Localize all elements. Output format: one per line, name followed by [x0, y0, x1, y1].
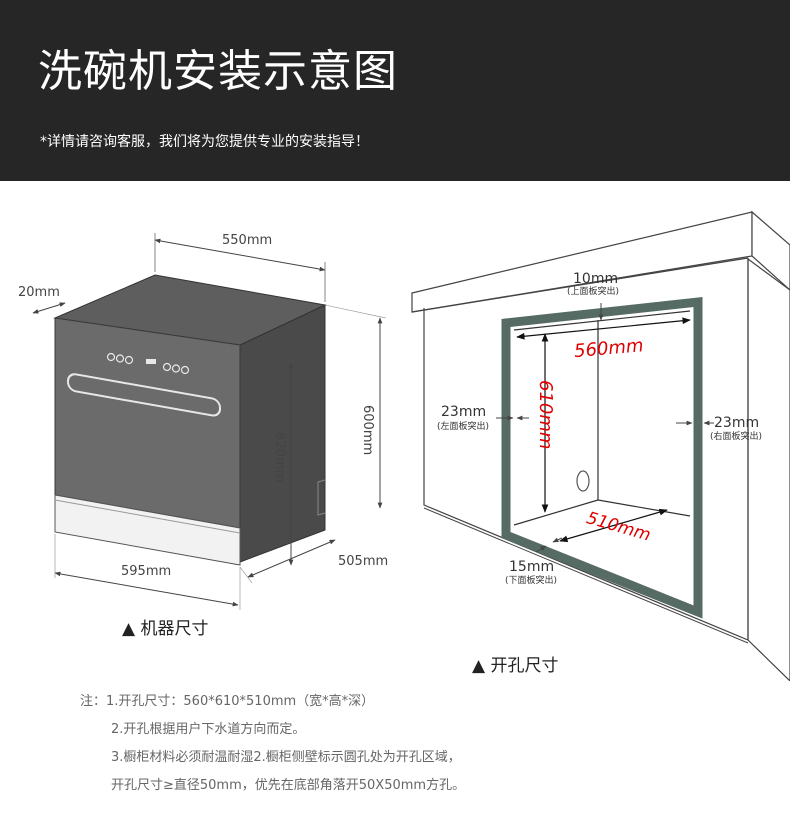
cabinet-top-slab — [411, 211, 753, 313]
dishwasher-drawing: 550mm 20mm 600mm 620mm 505mm 595mm — [18, 233, 388, 610]
note-line-2: 2.开孔根据用户下水道方向而定。 — [111, 722, 306, 737]
dim-top-protrusion: 10mm — [573, 271, 618, 287]
note-line-4: 开孔尺寸≥直径50mm，优先在底部角落开50X50mm方孔。 — [111, 778, 466, 793]
dim-bottom-protrusion: 15mm — [509, 559, 554, 575]
note-line-3: 3.橱柜材料必须耐温耐湿2.橱柜侧壁标示圆孔处为开孔区域， — [111, 750, 461, 765]
page-subtitle: *详情请咨询客服，我们将为您提供专业的安装指导！ — [40, 134, 369, 150]
page-title: 洗碗机安装示意图 — [38, 46, 398, 97]
dim-top-protrusion-note: (上面板突出) — [567, 285, 619, 297]
control-panel-buttons — [106, 352, 190, 375]
opening-size-caption: ▲ 开孔尺寸 — [472, 656, 559, 676]
cabinet-front-face — [423, 258, 749, 641]
dim-right-protrusion: 23mm — [714, 415, 759, 431]
installation-drawing: 550mm 20mm 600mm 620mm 505mm 595mm — [18, 210, 790, 681]
dim-panel-depth: 20mm — [18, 285, 60, 300]
installation-notes: 注：1.开孔尺寸：560*610*510mm（宽*高*深） 2.开孔根据用户下水… — [80, 688, 465, 800]
dim-width-bottom: 595mm — [121, 564, 171, 579]
dim-left-protrusion-note: (左面板突出) — [437, 420, 489, 432]
dim-depth-bottom: 505mm — [338, 554, 388, 569]
dim-height-inner: 620mm — [272, 432, 287, 482]
dim-right-protrusion-note: (右面板突出) — [710, 430, 762, 442]
dim-top-width: 550mm — [222, 233, 272, 248]
dim-height-right: 600mm — [360, 405, 375, 455]
cabinet-drawing: 10mm (上面板突出) 560mm 610mm 23mm (左面板突出) 23… — [411, 210, 790, 681]
dim-left-protrusion: 23mm — [441, 404, 486, 420]
note-line-1: 注：1.开孔尺寸：560*610*510mm（宽*高*深） — [80, 694, 375, 709]
dishwasher-handle — [67, 373, 221, 417]
dishwasher-kick-plate — [54, 494, 241, 566]
machine-size-caption: ▲ 机器尺寸 — [122, 619, 209, 639]
dim-height: 610mm — [535, 380, 556, 449]
dim-bottom-protrusion-note: (下面板突出) — [505, 574, 557, 586]
drain-hole-icon — [576, 470, 590, 492]
dishwasher-front-door — [54, 317, 241, 529]
header-banner: 洗碗机安装示意图 *详情请咨询客服，我们将为您提供专业的安装指导！ — [0, 0, 790, 181]
cabinet-right-wall — [747, 257, 790, 681]
